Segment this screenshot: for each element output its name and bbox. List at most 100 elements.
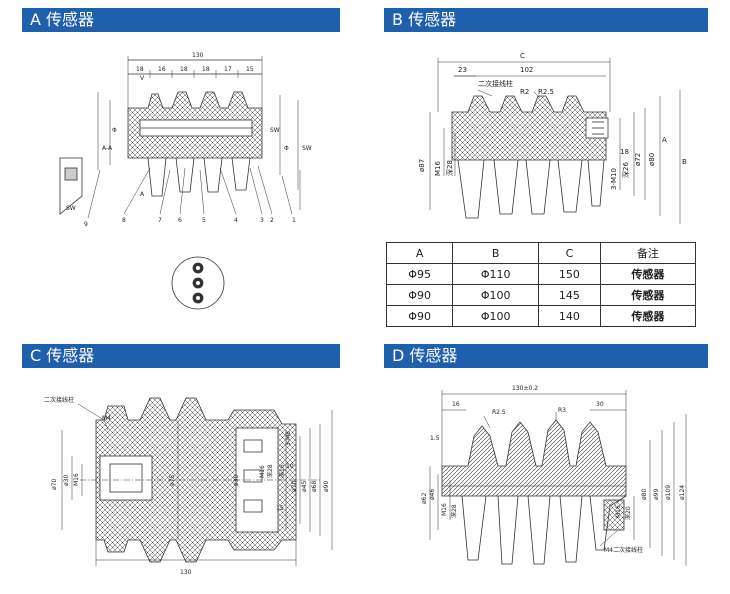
cell-c: 145 — [538, 284, 601, 306]
a-dim-top-4: 18 — [202, 66, 210, 73]
drawing-a-labels: 130 18 16 18 18 17 15 V A 8 7 6 5 4 3 2 … — [66, 52, 312, 228]
cell-c: 150 — [538, 263, 601, 285]
col-header-a: A — [385, 242, 454, 264]
d-dim-total: 130±0.2 — [512, 385, 538, 392]
a-label-sw-2: SW — [270, 127, 280, 134]
d-dim-phi62: ø62 — [421, 493, 428, 504]
b-dim-m16: M16 — [434, 161, 442, 176]
panel-b-title: B 传感器 — [384, 8, 708, 32]
a-part-1: 1 — [292, 217, 296, 224]
panel-d-title: D 传感器 — [384, 344, 708, 368]
d-radius-r3: R3 — [558, 407, 566, 414]
b-dim-102: 102 — [520, 66, 533, 74]
a-dim-top-1: 18 — [136, 66, 144, 73]
b-dim-depth28: 深28 — [445, 160, 454, 176]
d-dim-m16-left: M16 — [441, 503, 448, 516]
a-side-mark-v: V — [140, 75, 145, 82]
c-dim-130: 130 — [180, 569, 192, 576]
d-dim-m16-right: M16 — [615, 505, 622, 518]
d-dim-depth28: 深28 — [450, 504, 458, 518]
b-dim-23: 23 — [458, 66, 467, 74]
b-dim-phi72: ø72 — [634, 153, 642, 166]
a-part-8: 8 — [122, 217, 126, 224]
d-dim-16: 16 — [452, 401, 460, 408]
a-label-phi-2: Φ — [284, 145, 289, 152]
drawing-d — [429, 390, 687, 566]
col-header-c: C — [538, 242, 601, 264]
table-row: Φ90 Φ100 145 传感器 — [385, 284, 697, 306]
drawing-c-labels: 二次接线柱 M4 ø70 ø30 M16 ø75 ø30 M16 深28 3-M… — [44, 396, 330, 576]
c-dim-phi30-left: ø30 — [63, 475, 70, 486]
c-dim-phi68: ø68 — [311, 481, 318, 492]
a-part-3: 3 — [260, 217, 264, 224]
c-dim-3m8: 3-M8 — [285, 431, 292, 446]
c-dim-15: 15 — [276, 505, 284, 512]
a-side-mark-a: A — [140, 191, 145, 198]
cell-b: Φ110 — [452, 263, 540, 285]
d-terminal-label: M4二次接线柱 — [604, 546, 643, 554]
col-header-b: B — [452, 242, 540, 264]
drawing-a — [59, 56, 301, 310]
b-dim-depth26: 深26 — [621, 162, 630, 178]
cell-note: 传感器 — [599, 284, 697, 306]
a-label-phi-1: Φ — [112, 127, 117, 134]
d-dim-phi46: ø46 — [429, 489, 436, 500]
panel-a-title: A 传感器 — [22, 8, 340, 32]
c-thread-m4: M4 — [102, 415, 111, 422]
c-dim-depth28: 深28 — [266, 464, 274, 478]
b-radius-r25: R2.5 — [538, 88, 554, 96]
cell-note: 传感器 — [599, 305, 697, 327]
a-part-7: 7 — [158, 217, 162, 224]
drawing-d-labels: 130±0.2 16 R2.5 R3 30 1.5 ø62 ø46 M16 深2… — [421, 385, 686, 554]
a-dim-total: 130 — [192, 52, 204, 59]
d-radius-r25: R2.5 — [492, 409, 506, 416]
b-dim-b: B — [682, 158, 687, 166]
c-dim-phi90: ø90 — [323, 481, 330, 492]
a-label-sw-1: SW — [66, 205, 76, 212]
a-dim-top-5: 17 — [224, 66, 232, 73]
drawing-b-labels: C 102 23 二次接线柱 R2 R2.5 ø87 M16 深28 3-M10… — [418, 52, 687, 190]
c-dim-m16-left: M16 — [73, 473, 80, 486]
cell-note: 传感器 — [599, 263, 697, 285]
a-part-9: 9 — [84, 221, 88, 228]
a-dim-top-3: 18 — [180, 66, 188, 73]
panel-c-title: C 传感器 — [22, 344, 340, 368]
a-part-6: 6 — [178, 217, 182, 224]
c-dim-depth16: 深16 — [278, 464, 286, 478]
c-dim-phi75: ø75 — [169, 475, 176, 486]
a-part-2: 2 — [270, 217, 274, 224]
a-dim-top-6: 15 — [246, 66, 254, 73]
a-label-sw-3: SW — [302, 145, 312, 152]
b-dim-phi80: ø80 — [648, 153, 656, 166]
a-label-section: A-A — [102, 145, 113, 152]
c-terminal-label: 二次接线柱 — [44, 396, 74, 404]
c-dim-m16-inner: M16 — [259, 465, 266, 478]
table-row: Φ95 Φ110 150 传感器 — [385, 263, 697, 285]
b-terminal-label: 二次接线柱 — [478, 79, 513, 88]
drawing-c — [61, 397, 333, 566]
cell-a: Φ90 — [385, 284, 454, 306]
table-header-row: A B C 备注 — [385, 242, 697, 264]
d-dim-15: 1.5 — [430, 435, 440, 442]
d-dim-phi80: ø80 — [641, 489, 648, 500]
c-dim-phi70-right: ø70 — [291, 481, 298, 492]
b-dim-c: C — [520, 52, 525, 60]
drawing-b — [429, 58, 681, 224]
d-dim-phi109: ø109 — [665, 485, 672, 500]
c-dim-phi45: ø45 — [301, 481, 308, 492]
d-dim-depth20: 深20 — [624, 506, 632, 520]
c-dim-10: 10 — [286, 463, 294, 470]
cell-a: Φ90 — [385, 305, 454, 327]
cell-c: 140 — [538, 305, 601, 327]
c-dim-phi30-inner: ø30 — [233, 475, 240, 486]
d-dim-phi124: ø124 — [679, 485, 686, 500]
b-dim-3m10: 3-M10 — [610, 168, 618, 190]
table-row: Φ90 Φ100 140 传感器 — [385, 305, 697, 327]
a-part-5: 5 — [202, 217, 206, 224]
cell-a: Φ95 — [385, 263, 454, 285]
d-dim-30: 30 — [596, 401, 604, 408]
a-dim-top-2: 16 — [158, 66, 166, 73]
a-part-4: 4 — [234, 217, 238, 224]
spec-table: A B C 备注 Φ95 Φ110 150 传感器 Φ90 Φ100 145 传… — [385, 242, 697, 327]
